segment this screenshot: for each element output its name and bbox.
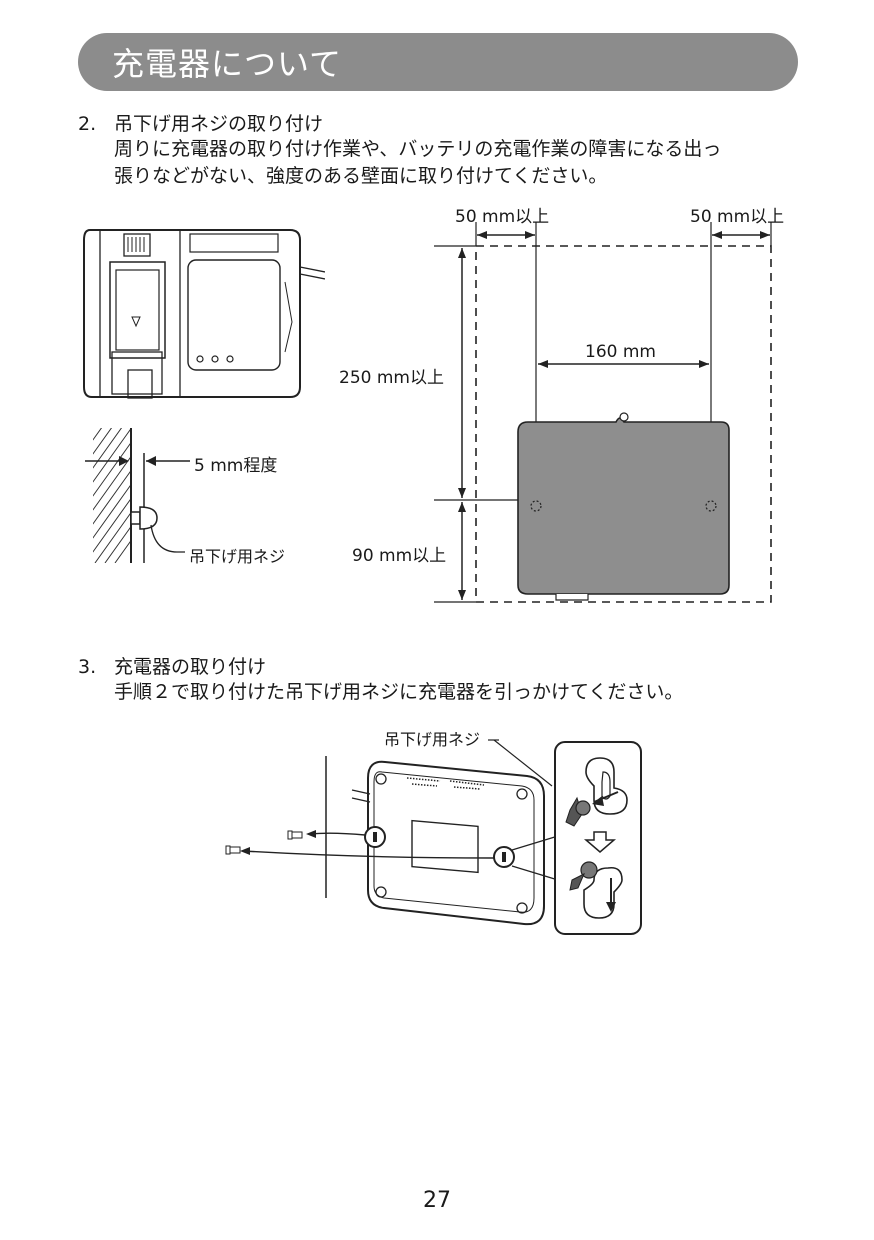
step-2-body-line-1: 周りに充電器の取り付け作業や、バッテリの充電作業の障害になる出っ bbox=[114, 138, 722, 160]
step-2-number: 2. bbox=[78, 113, 97, 135]
right-clearance-label: 50 mm以上 bbox=[690, 207, 785, 227]
screw-label-side-view: 吊下げ用ネジ bbox=[189, 547, 286, 566]
left-clearance-label: 50 mm以上 bbox=[455, 207, 550, 227]
section-header: 充電器について bbox=[78, 33, 798, 91]
step-3-number: 3. bbox=[78, 656, 97, 678]
step-2-body-line-2: 張りなどがない、強度のある壁面に取り付けてください。 bbox=[114, 165, 608, 187]
hole-spacing-label: 160 mm bbox=[585, 342, 656, 362]
section-title: 充電器について bbox=[112, 45, 343, 83]
step-3-title: 充電器の取り付け bbox=[114, 656, 267, 678]
step-3-heading: 3. 充電器の取り付け bbox=[78, 654, 266, 681]
gap-label: 5 mm程度 bbox=[194, 456, 278, 476]
mounting-dimension-diagram bbox=[434, 222, 772, 603]
hanging-charger-illustration bbox=[225, 739, 642, 935]
top-clearance-label: 250 mm以上 bbox=[339, 368, 444, 388]
bottom-clearance-label: 90 mm以上 bbox=[352, 546, 447, 566]
wall-side-view-illustration bbox=[85, 428, 190, 563]
page-number: 27 bbox=[423, 1188, 451, 1213]
step-2-heading: 2. 吊下げ用ネジの取り付け bbox=[78, 111, 323, 138]
screw-label-hanging: 吊下げ用ネジ bbox=[384, 730, 481, 749]
step-3-body: 手順２で取り付けた吊下げ用ネジに充電器を引っかけてください。 bbox=[114, 681, 684, 703]
charger-front-illustration bbox=[83, 229, 325, 399]
step-2-title: 吊下げ用ネジの取り付け bbox=[114, 113, 324, 135]
step-2-body: 周りに充電器の取り付け作業や、バッテリの充電作業の障害になる出っ 張りなどがない… bbox=[114, 136, 721, 190]
